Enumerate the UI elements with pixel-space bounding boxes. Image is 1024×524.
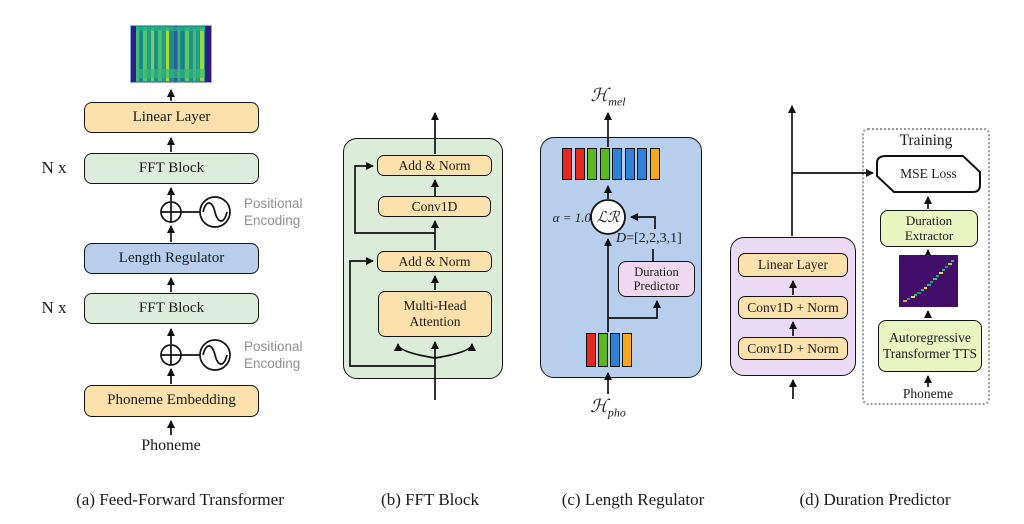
positional-encoding-label-upper: Positional Encoding — [244, 196, 303, 228]
sequence-bar — [612, 148, 623, 180]
autoregressive-transformer-tts-box: Autoregressive Transformer TTS — [878, 320, 982, 372]
phoneme-training-label: Phoneme — [902, 386, 954, 401]
phoneme-hidden-states-bars — [586, 333, 632, 367]
phoneme-input-label: Phoneme — [141, 437, 201, 454]
plus-circle-icon — [160, 201, 182, 223]
sequence-bar — [598, 333, 608, 367]
sequence-bar — [610, 333, 620, 367]
sequence-bar — [624, 148, 635, 180]
sequence-bar — [649, 148, 660, 180]
duration-sequence-label: D=[2,2,3,1] — [616, 231, 704, 247]
caption-a: (a) Feed-Forward Transformer — [76, 490, 284, 509]
linear-layer-box: Linear Layer — [84, 102, 259, 133]
h-mel-subscript: mel — [608, 94, 626, 109]
phoneme-embedding-box: Phoneme Embedding — [84, 385, 259, 417]
length-regulator-box: Length Regulator — [84, 243, 259, 274]
n-x-label-upper: N x — [41, 158, 67, 177]
h-mel-label: ℋmel — [566, 85, 650, 110]
mse-loss-label: MSE Loss — [900, 166, 957, 181]
alpha-label: α = 1.0 — [552, 210, 591, 225]
mel-spectrogram-image — [130, 25, 212, 83]
d-value: =[2,2,3,1] — [626, 231, 682, 246]
conv1d-norm-box-1: Conv1D + Norm — [738, 296, 848, 319]
positional-encoding-label-lower: Positional Encoding — [244, 339, 303, 371]
expanded-hidden-states-bars — [562, 148, 660, 180]
h-pho-subscript: pho — [607, 405, 626, 420]
fft-block-box-upper: FFT Block — [84, 153, 259, 184]
h-mel-symbol: ℋ — [590, 85, 609, 105]
sequence-bar — [562, 148, 572, 180]
multi-head-attention-box: Multi-Head Attention — [378, 291, 492, 337]
h-pho-label: ℋpho — [566, 396, 650, 421]
sequence-bar — [622, 333, 632, 367]
duration-extractor-box: Duration Extractor — [880, 210, 978, 247]
lr-circle-label: ℒℛ — [596, 210, 620, 226]
add-norm-box-bottom: Add & Norm — [377, 251, 492, 272]
d-symbol: D — [616, 231, 627, 246]
sequence-bar — [586, 333, 596, 367]
add-norm-box-top: Add & Norm — [377, 155, 492, 176]
sequence-bar — [637, 148, 648, 180]
caption-d: (d) Duration Predictor — [799, 490, 951, 509]
conv1d-norm-box-2: Conv1D + Norm — [738, 337, 848, 360]
duration-predictor-box: Duration Predictor — [618, 261, 695, 297]
sine-wave-icon — [199, 196, 231, 228]
caption-c: (c) Length Regulator — [561, 490, 705, 509]
fft-block-box-lower: FFT Block — [84, 293, 259, 324]
training-label: Training — [899, 132, 953, 149]
n-x-label-lower: N x — [41, 298, 67, 317]
dp-linear-layer-box: Linear Layer — [738, 253, 848, 277]
attention-alignment-image — [899, 255, 958, 307]
conv1d-box: Conv1D — [378, 196, 491, 217]
sequence-bar — [574, 148, 585, 180]
sequence-bar — [599, 148, 610, 180]
sequence-bar — [587, 148, 598, 180]
h-pho-symbol: ℋ — [590, 396, 608, 416]
sine-wave-icon — [199, 339, 231, 371]
plus-circle-icon — [160, 344, 182, 366]
caption-b: (b) FFT Block — [381, 490, 479, 509]
